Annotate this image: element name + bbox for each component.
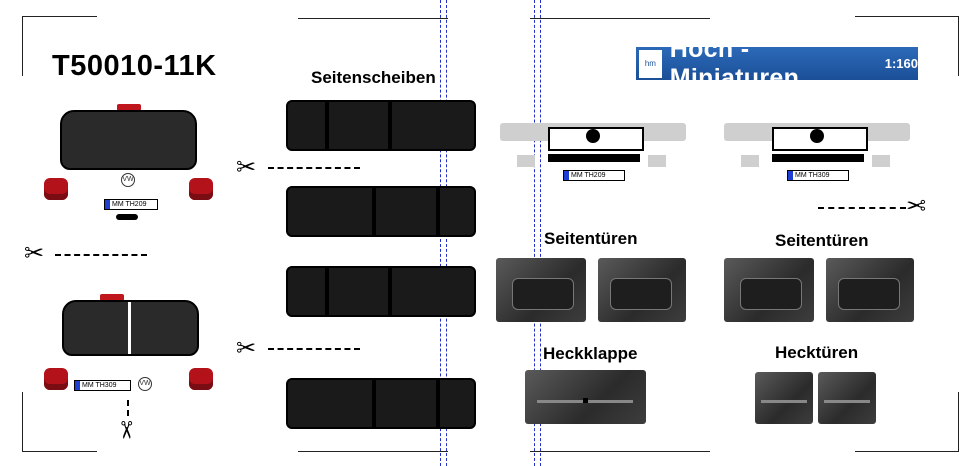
- window-pillar: [325, 268, 329, 315]
- vw-logo-icon: VW: [138, 377, 152, 391]
- door-pocket: [838, 278, 900, 310]
- rear-license-plate-2: MM TH309: [74, 380, 131, 391]
- rear-brake-light: [117, 104, 141, 111]
- brand-name: Hoch - Miniaturen: [669, 34, 800, 92]
- cut-line: [268, 167, 360, 169]
- sheet-code: T50010-11K: [52, 50, 217, 82]
- fog-light: [517, 155, 535, 167]
- crop-mark: [855, 451, 959, 452]
- label-tailgate: Heckklappe: [543, 344, 638, 363]
- side-door-panel: [496, 258, 586, 322]
- window-pillar: [388, 268, 392, 315]
- label-side-doors-1: Seitentüren: [544, 229, 638, 248]
- tailgate-lock: [583, 398, 588, 403]
- vw-front-logo-icon: [586, 129, 600, 143]
- window-pillar: [388, 102, 392, 149]
- fog-light: [741, 155, 759, 167]
- cut-line: [127, 400, 129, 416]
- cut-line: [268, 348, 360, 350]
- rear-window-1: [60, 110, 197, 170]
- tailgate-panel: [525, 370, 646, 424]
- window-pillar: [436, 380, 440, 427]
- window-pillar: [325, 102, 329, 149]
- rear-door-trim: [761, 400, 807, 403]
- side-door-panel: [598, 258, 686, 322]
- window-divider: [128, 302, 131, 354]
- front-bar-1: [548, 154, 640, 162]
- cut-line: [818, 207, 906, 209]
- cut-line: [55, 254, 147, 256]
- scissors-icon: ✂: [236, 335, 257, 362]
- scissors-icon: ✂: [112, 419, 140, 441]
- crop-mark: [298, 18, 448, 19]
- rear-door-trim: [824, 400, 870, 403]
- rear-license-plate-1: MM TH209: [104, 199, 158, 210]
- rear-brake-light: [100, 294, 124, 301]
- scissors-icon: ✂: [24, 240, 45, 267]
- front-license-plate-2: MM TH309: [787, 170, 849, 181]
- side-door-panel: [724, 258, 814, 322]
- rear-door-left: [755, 372, 813, 424]
- label-side-doors-2: Seitentüren: [775, 231, 869, 250]
- window-pillar: [372, 188, 376, 235]
- brand-scale: 1:160: [884, 56, 918, 71]
- window-pillar: [436, 188, 440, 235]
- window-pillar: [372, 380, 376, 427]
- vw-front-logo-icon: [810, 129, 824, 143]
- label-rear-doors: Hecktüren: [775, 343, 859, 362]
- side-window-1: [286, 100, 476, 151]
- front-license-plate-1: MM TH209: [563, 170, 625, 181]
- fog-light: [648, 155, 666, 167]
- crop-mark: [958, 16, 959, 76]
- fold-guide-line: [540, 0, 541, 466]
- side-window-4: [286, 378, 476, 429]
- door-pocket: [740, 278, 802, 310]
- crop-mark: [958, 392, 959, 452]
- side-window-2: [286, 186, 476, 237]
- brand-logo-icon: hm: [639, 49, 662, 78]
- door-pocket: [610, 278, 672, 310]
- rear-window-2: [62, 300, 199, 356]
- tail-light-right-2: [189, 368, 213, 390]
- scissors-icon: ✂: [236, 154, 257, 181]
- vw-logo-icon: VW: [121, 173, 135, 187]
- tail-light-left-1: [44, 178, 68, 200]
- crop-mark: [22, 392, 23, 452]
- crop-mark: [298, 451, 448, 452]
- tail-light-right-1: [189, 178, 213, 200]
- crop-mark: [530, 451, 710, 452]
- crop-mark: [22, 16, 97, 17]
- fog-light: [872, 155, 890, 167]
- rear-door-right: [818, 372, 876, 424]
- crop-mark: [22, 16, 23, 76]
- brand-logo: hm Hoch - Miniaturen 1:160: [636, 35, 918, 92]
- rear-handle: [116, 214, 138, 220]
- scissors-icon: ✂: [906, 193, 927, 220]
- crop-mark: [530, 18, 710, 19]
- label-side-windows: Seitenscheiben: [311, 68, 436, 87]
- tail-light-left-2: [44, 368, 68, 390]
- side-window-3: [286, 266, 476, 317]
- side-door-panel: [826, 258, 914, 322]
- crop-mark: [855, 16, 959, 17]
- door-pocket: [512, 278, 574, 310]
- front-bar-2: [772, 154, 864, 162]
- crop-mark: [22, 451, 97, 452]
- fold-guide-line: [534, 0, 535, 466]
